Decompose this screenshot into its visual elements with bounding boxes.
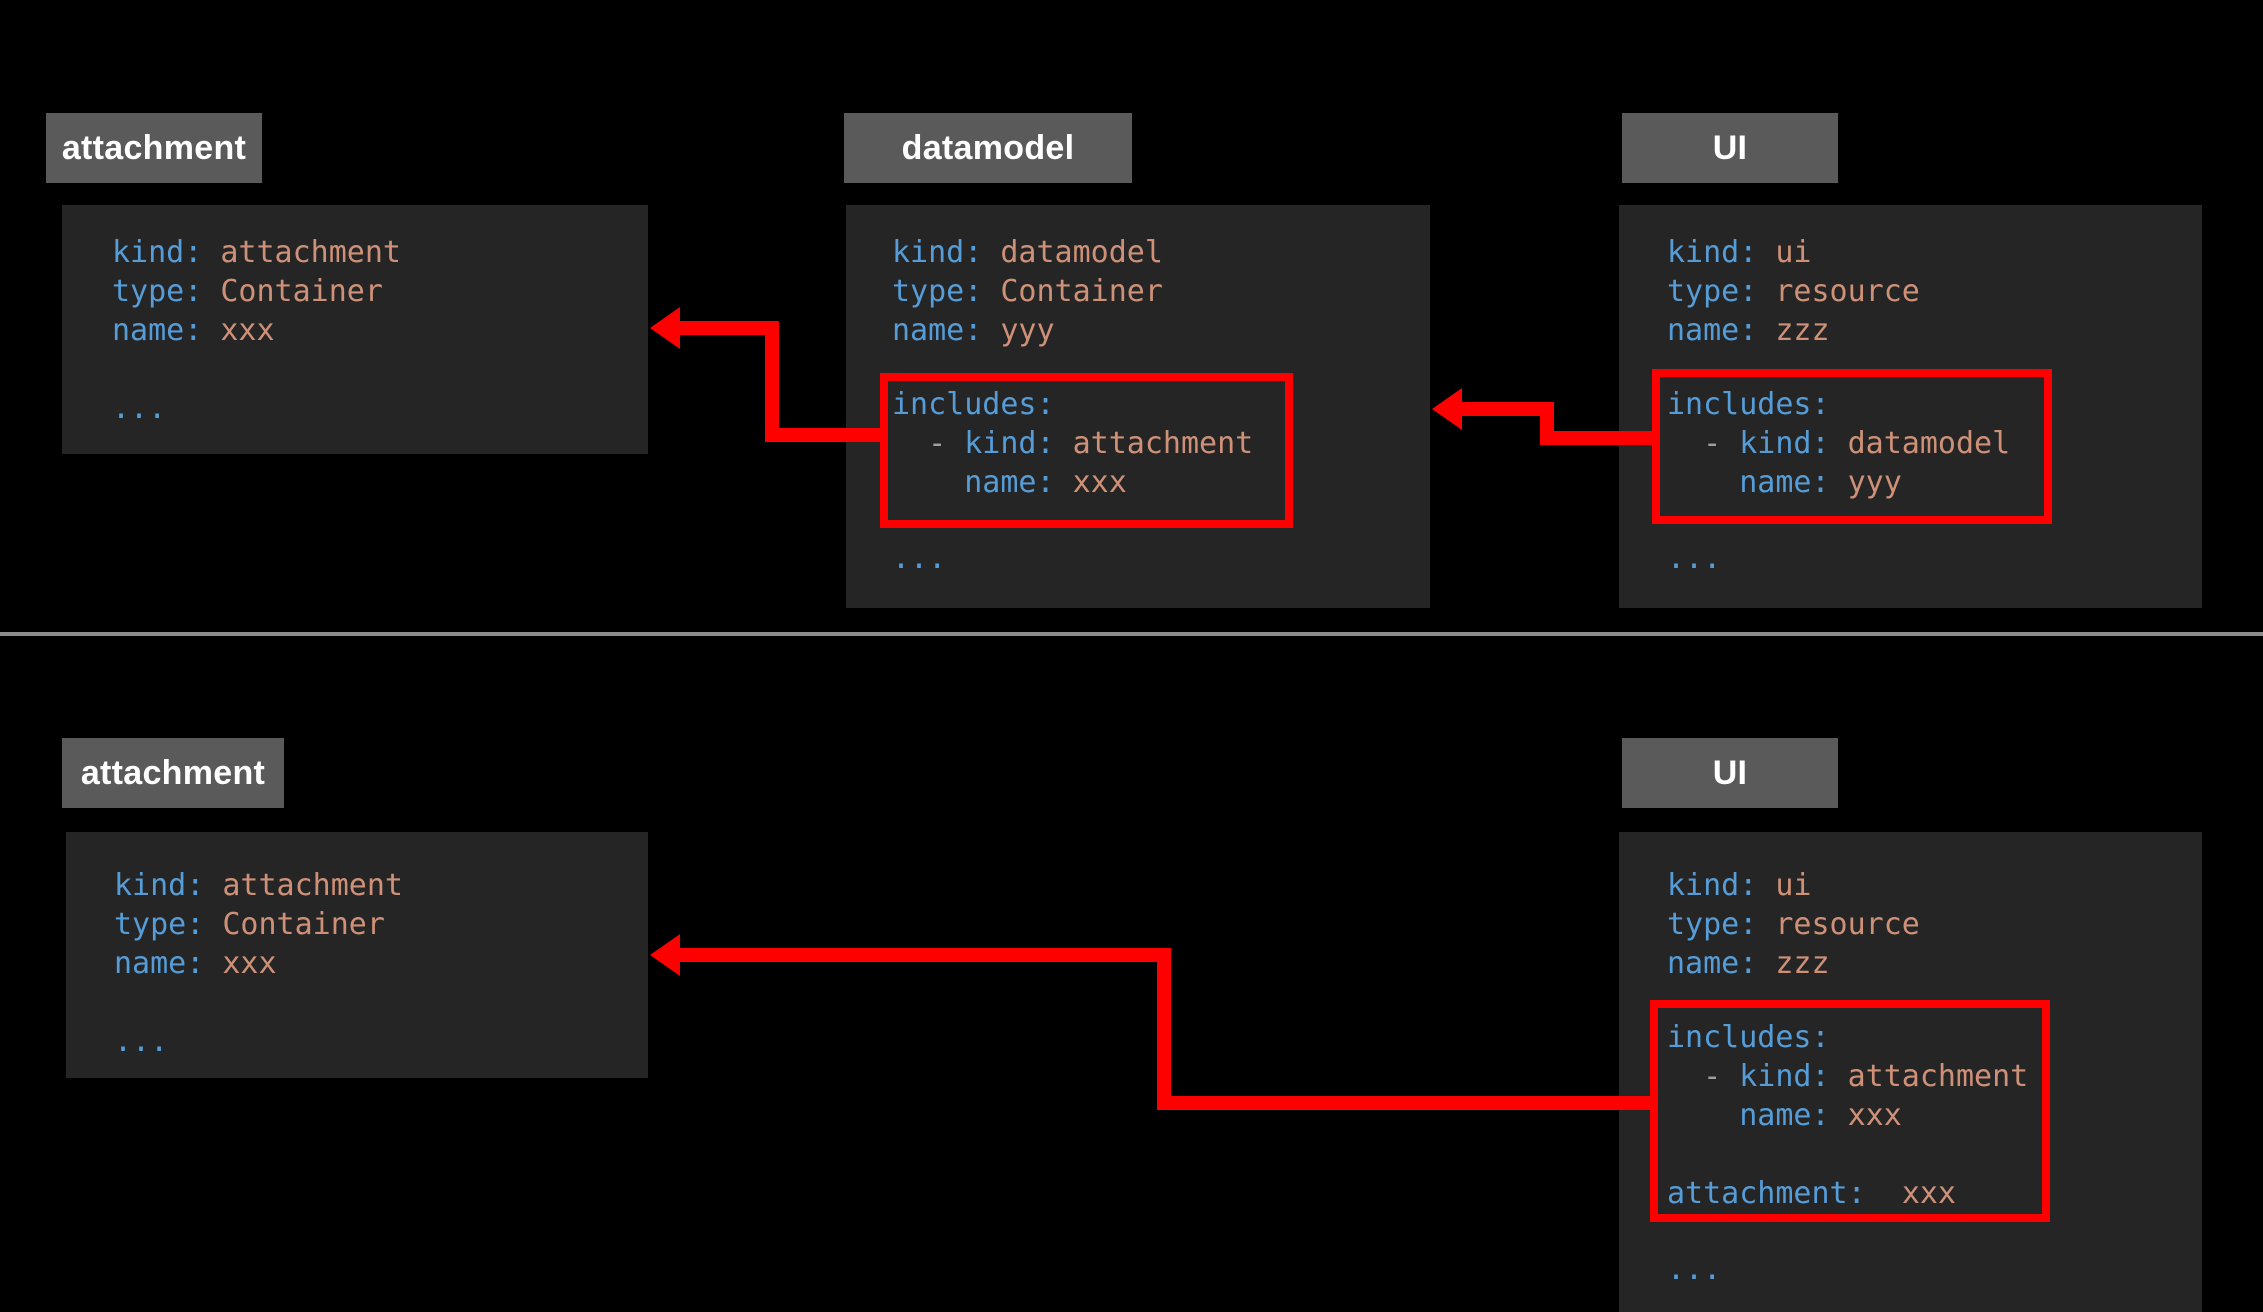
section-divider xyxy=(0,632,2263,636)
connector-ui-datamodel-h2 xyxy=(1462,402,1548,416)
connector-ui-attachment-v xyxy=(1157,948,1171,1108)
tab-bottom-ui: UI xyxy=(1622,738,1838,808)
tab-top-attachment: attachment xyxy=(46,113,262,183)
tab-top-datamodel: datamodel xyxy=(844,113,1132,183)
connector-ui-attachment-h1 xyxy=(1157,1096,1657,1110)
code-bottom-ui-head: kind: ui type: resource name: zzz xyxy=(1667,868,1920,981)
arrowhead-to-top-attachment xyxy=(650,307,680,349)
code-bottom-ui-includes: includes: - kind: attachment name: xxx a… xyxy=(1667,1020,2029,1211)
code-bottom-ui-ellipsis: ... xyxy=(1667,1252,1722,1287)
arrowhead-to-bottom-attachment xyxy=(650,934,680,976)
code-top-datamodel-ellipsis: ... xyxy=(892,541,947,576)
code-top-attachment: kind: attachment type: Container name: x… xyxy=(112,235,401,426)
tab-label: attachment xyxy=(80,754,266,792)
code-top-ui-ellipsis: ... xyxy=(1667,541,1722,576)
arrowhead-to-top-datamodel xyxy=(1432,388,1462,430)
panel-top-ui xyxy=(1619,205,2202,608)
code-top-datamodel-head: kind: datamodel type: Container name: yy… xyxy=(892,235,1163,348)
panel-bottom-ui xyxy=(1619,832,2202,1312)
code-bottom-attachment: kind: attachment type: Container name: x… xyxy=(114,868,403,1059)
code-top-ui-head: kind: ui type: resource name: zzz xyxy=(1667,235,1920,348)
connector-datamodel-attachment-h1 xyxy=(765,428,888,442)
panel-top-datamodel xyxy=(846,205,1430,608)
panel-bottom-attachment xyxy=(66,832,648,1078)
code-top-ui-includes: includes: - kind: datamodel name: yyy xyxy=(1667,387,2011,500)
tab-label: attachment xyxy=(61,129,247,167)
connector-datamodel-attachment-h2 xyxy=(678,321,773,335)
code-top-datamodel-includes: includes: - kind: attachment name: xxx xyxy=(892,387,1254,500)
tab-label: datamodel xyxy=(901,129,1075,167)
panel-top-attachment xyxy=(62,205,648,454)
tab-label: UI xyxy=(1712,754,1748,792)
tab-label: UI xyxy=(1712,129,1748,167)
tab-top-ui: UI xyxy=(1622,113,1838,183)
tab-bottom-attachment: attachment xyxy=(62,738,284,808)
connector-ui-datamodel-h1 xyxy=(1540,431,1658,445)
connector-datamodel-attachment-v xyxy=(765,321,779,436)
connector-ui-attachment-h2 xyxy=(678,948,1168,962)
